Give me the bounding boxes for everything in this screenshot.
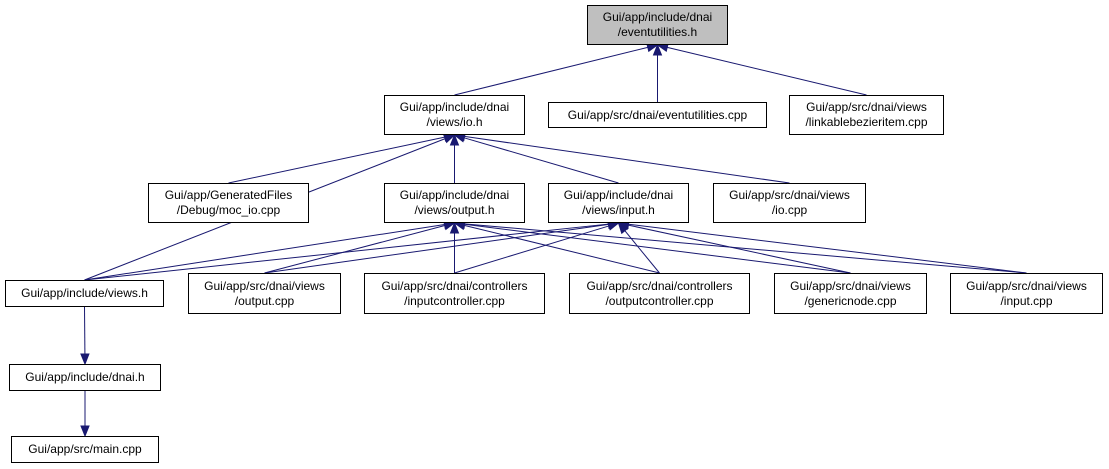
node-main-cpp[interactable]: Gui/app/src/main.cpp [11,436,159,463]
arrowhead [449,133,460,146]
node-label-line: Gui/app/src/dnai/views [729,188,850,202]
edge-input_h-to-io_h [463,137,619,184]
node-eventutilities-cpp[interactable]: Gui/app/src/dnai/eventutilities.cpp [548,102,767,128]
edge-input_cpp-to-output_h [464,223,1027,274]
edge-views_h-to-output_h [84,224,445,281]
node-genericnode-cpp[interactable]: Gui/app/src/dnai/views /genericnode.cpp [774,273,927,314]
edge-views_h-to-input_h [84,223,609,281]
node-io-cpp[interactable]: Gui/app/src/dnai/views /io.cpp [713,183,866,223]
node-label-line: Gui/app/src/dnai/eventutilities.cpp [567,107,748,122]
node-output-h[interactable]: Gui/app/include/dnai /views/output.h [384,183,525,223]
node-label-line: Gui/app/include/dnai [602,10,713,24]
edge-outputcontroller_cpp-to-output_h [464,224,660,274]
node-label-line: Gui/app/include/views.h [21,286,148,300]
node-eventutilities-h[interactable]: Gui/app/include/dnai /eventutilities.h [587,5,728,45]
node-label-line: Gui/app/src/dnai/views [790,278,911,293]
node-output-cpp[interactable]: Gui/app/src/dnai/views /output.cpp [188,273,341,314]
node-input-cpp[interactable]: Gui/app/src/dnai/views /input.cpp [950,273,1103,314]
node-label-line: Gui/app/src/dnai/controllers [586,278,733,293]
node-inputcontroller-cpp[interactable]: Gui/app/src/dnai/controllers /inputcontr… [364,273,545,314]
edge-io_h-to-eventutilities_h [454,46,648,96]
node-label-line: /views/io.h [426,115,483,129]
node-label-line: /output.cpp [234,293,295,308]
edge-outputcontroller_cpp-to-input_h [624,230,660,274]
node-label-line: Gui/app/src/dnai/views [204,278,325,293]
node-label-line: Gui/app/include/dnai [399,188,510,202]
node-io-h[interactable]: Gui/app/include/dnai /views/io.h [384,95,525,135]
node-label-line: Gui/app/src/dnai/views [806,100,927,114]
edge-genericnode_cpp-to-input_h [628,224,851,274]
node-label-line: /views/output.h [414,203,495,217]
node-label-line: /eventutilities.h [617,25,698,39]
arrowhead [80,425,90,438]
node-label-line: /views/input.h [582,203,655,217]
node-label-line: Gui/app/GeneratedFiles [164,188,293,202]
arrowhead [607,221,620,231]
node-label-line: /outputcontroller.cpp [605,293,714,308]
node-views-h[interactable]: Gui/app/include/views.h [5,280,164,307]
node-label-line: Gui/app/include/dnai.h [25,370,145,384]
arrowhead [80,353,90,366]
node-label-line: Gui/app/src/dnai/controllers [381,278,528,293]
node-label-line: Gui/app/src/main.cpp [28,442,142,456]
node-label-line: /io.cpp [771,203,808,217]
node-label-line: /inputcontroller.cpp [404,293,505,308]
node-label-line: /linkablebezieritem.cpp [805,115,928,129]
node-dnai-h[interactable]: Gui/app/include/dnai.h [9,364,161,391]
node-moc-io-cpp[interactable]: Gui/app/GeneratedFiles /Debug/moc_io.cpp [148,183,309,223]
edge-input_cpp-to-input_h [628,223,1027,274]
node-label-line: /Debug/moc_io.cpp [176,203,281,217]
node-linkablebezieritem-cpp[interactable]: Gui/app/src/dnai/views /linkablebezierit… [789,95,944,135]
edge-moc_io_cpp-to-io_h [228,136,445,184]
node-label-line: Gui/app/include/dnai [563,188,674,202]
arrowhead [652,43,663,56]
node-label-line: /genericnode.cpp [804,293,897,308]
arrowhead [449,221,460,234]
edge-output_cpp-to-input_h [264,223,609,274]
node-label-line: /input.cpp [1000,293,1053,308]
edge-inputcontroller_cpp-to-input_h [454,225,610,274]
edge-io_cpp-to-io_h [464,135,790,184]
node-label-line: Gui/app/include/dnai [399,100,510,114]
node-outputcontroller-cpp[interactable]: Gui/app/src/dnai/controllers /outputcont… [569,273,750,314]
node-input-h[interactable]: Gui/app/include/dnai /views/input.h [548,183,689,223]
edge-linkablebezieritem_cpp-to-eventutilities_h [667,46,867,96]
edge-output_cpp-to-output_h [264,225,445,274]
node-label-line: Gui/app/src/dnai/views [966,278,1087,293]
